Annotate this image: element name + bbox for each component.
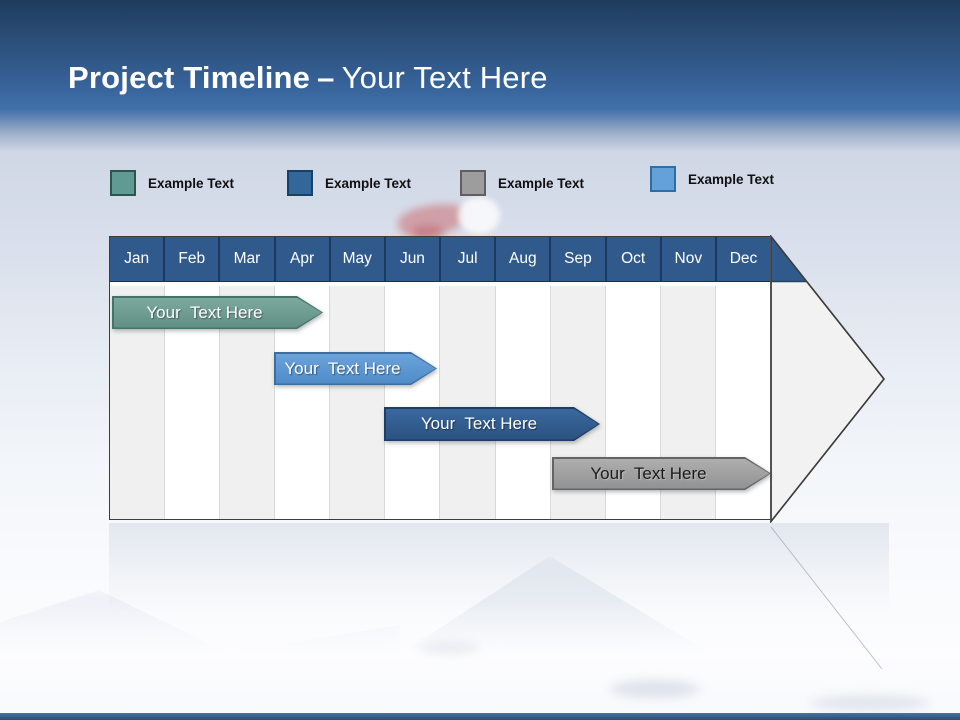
rock-patch: [810, 695, 930, 711]
footer-accent-bar: [0, 713, 960, 720]
chart-reflection: [109, 523, 889, 653]
month-header-aug: Aug: [496, 237, 552, 281]
rock-patch: [610, 680, 700, 698]
month-column-jul: [440, 286, 496, 519]
header-gradient-band: [0, 0, 960, 152]
rock-patch: [420, 642, 480, 654]
month-column-aug: [495, 286, 551, 519]
month-header-oct: Oct: [607, 237, 662, 281]
title-bold-text: Project Timeline: [68, 60, 311, 95]
timeline-bar-2: Your Text Here: [274, 352, 437, 385]
month-header-jun: Jun: [386, 237, 442, 281]
bar-fill: [276, 354, 436, 384]
month-header-feb: Feb: [165, 237, 221, 281]
month-header-apr: Apr: [276, 237, 331, 281]
timeline-bar-3: Your Text Here: [384, 407, 600, 441]
month-header-nov: Nov: [662, 237, 717, 281]
legend-swatch-lightblue: [650, 166, 676, 192]
legend-label: Example Text: [498, 175, 585, 191]
month-column-may: [330, 286, 386, 519]
legend-label: Example Text: [325, 175, 412, 191]
bar-label: Your Text Here: [420, 414, 538, 433]
bar-label: Your Text Here: [590, 463, 707, 483]
title-dash: –: [317, 60, 335, 95]
bar-fill: [114, 298, 322, 328]
legend-swatch-darkblue: [287, 170, 313, 196]
bar-fill: [554, 459, 770, 489]
legend-item-3: Example Text: [460, 170, 584, 196]
month-header-sep: Sep: [551, 237, 607, 281]
timeline-arrowhead: [770, 234, 885, 523]
month-header-dec: Dec: [729, 250, 758, 267]
month-column-jun: [385, 286, 441, 519]
legend-label: Example Text: [148, 175, 235, 191]
month-header-jan: Jan: [110, 237, 166, 281]
legend-swatch-teal: [110, 170, 136, 196]
legend-item-1: Example Text: [110, 170, 234, 196]
month-header-mar: Mar: [220, 237, 276, 281]
bar-fill: [386, 409, 599, 440]
legend-swatch-gray: [460, 170, 486, 196]
timeline-bar-1: Your Text Here: [112, 296, 323, 329]
legend-item-2: Example Text: [287, 170, 411, 196]
reflection-edge-line: [770, 526, 883, 670]
month-header-may: May: [331, 237, 386, 281]
legend-label: Example Text: [688, 171, 775, 187]
title-light-text: Your Text Here: [341, 60, 548, 95]
bar-label: Your Text Here: [146, 302, 263, 322]
mountain-snow: [0, 600, 960, 720]
timeline-bar-4: Your Text Here: [552, 457, 771, 490]
month-header-jul: Jul: [441, 237, 497, 281]
bar-label: Your Text Here: [284, 358, 401, 378]
legend-item-4: Example Text: [650, 166, 774, 192]
page-title: Project Timeline–Your Text Here: [68, 60, 548, 96]
skier-helmet: [458, 197, 500, 234]
